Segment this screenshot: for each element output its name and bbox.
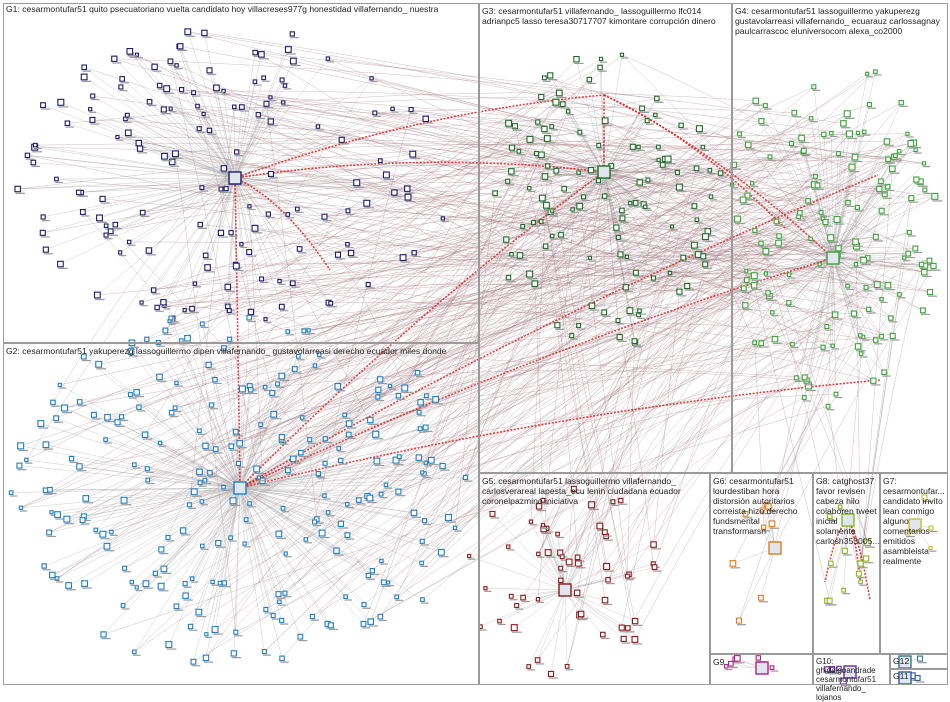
panel-g2 bbox=[3, 343, 479, 685]
group-label-g8: G8: catghost37 favor revisen cabeza hilo… bbox=[816, 476, 879, 546]
group-label-g6: G6: cesarmontufar51 lourdestiban hora di… bbox=[713, 476, 811, 536]
group-label-g4: G4: cesarmontufar51 lassoguillermo yakup… bbox=[735, 6, 945, 36]
group-label-g5: G5: cesarmontufar51 lassoguillermo villa… bbox=[482, 476, 707, 506]
group-label-g1: G1: cesarmontufar51 quito psecuatoriano … bbox=[6, 4, 476, 14]
group-label-g3: G3: cesarmontufar51 villafernando_ lasso… bbox=[482, 6, 727, 26]
group-label-g2: G2: cesarmontufar51 yakuperezg lassoguil… bbox=[6, 346, 476, 356]
group-label-g7: G7: cesarmontufar... candidato invito le… bbox=[883, 476, 947, 566]
group-label-g12: G12 bbox=[893, 656, 933, 666]
group-label-g10: G10: ghidalgoandrade cesarmontufar51 vil… bbox=[816, 657, 889, 702]
group-label-g9: G9 bbox=[713, 657, 753, 667]
panel-g1 bbox=[3, 3, 479, 343]
panel-g3 bbox=[479, 3, 732, 473]
panel-g4 bbox=[732, 3, 948, 473]
group-label-g11: G11 bbox=[893, 671, 933, 681]
